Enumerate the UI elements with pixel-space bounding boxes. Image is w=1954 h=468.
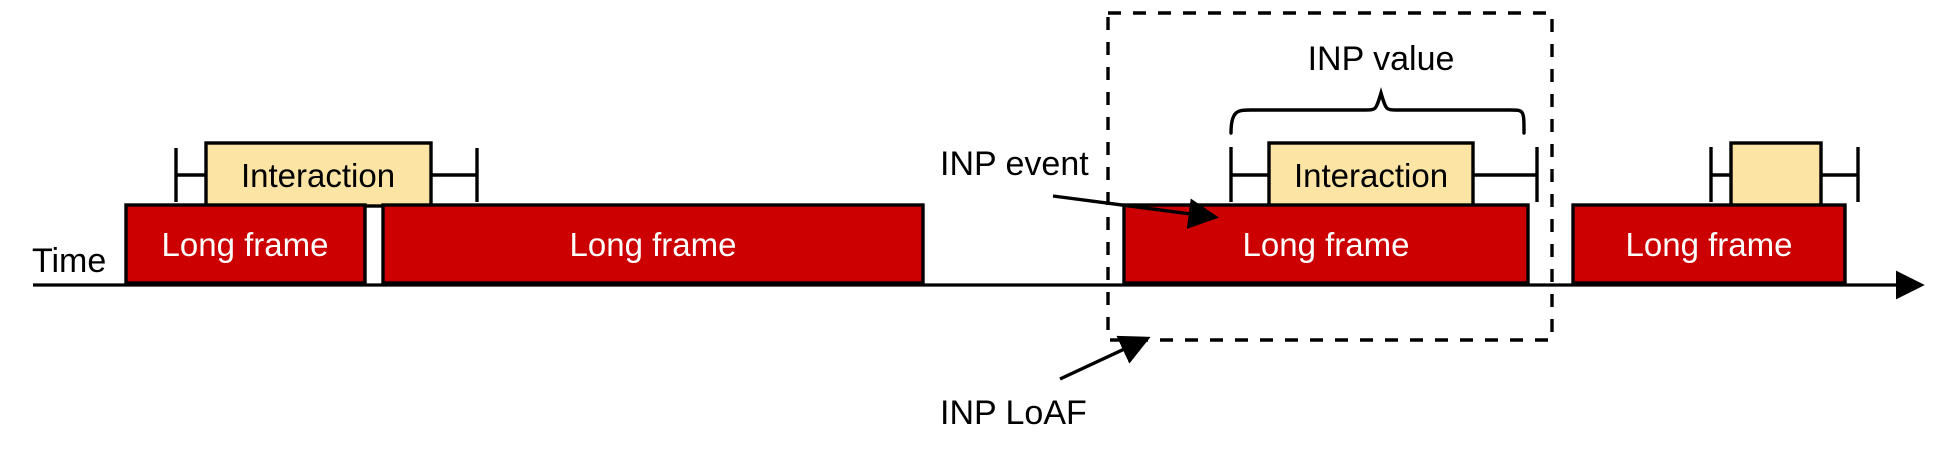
long-frame-label-2: Long frame	[570, 226, 737, 263]
long-frame-box-4	[1571, 203, 1847, 285]
interaction-box-3	[1267, 141, 1475, 208]
interaction-whisker-3	[1229, 147, 1539, 202]
inp-value-label: INP value	[1308, 40, 1455, 78]
inp-highlight-dashed-box	[1106, 11, 1554, 342]
interaction-label-3: Interaction	[1294, 157, 1448, 194]
long-frame-label-1: Long frame	[162, 226, 329, 263]
long-frame-box-1	[124, 203, 367, 285]
time-axis-label: Time	[32, 242, 106, 280]
inp-event-annotation: INP event	[940, 145, 1220, 229]
inp-loaf-label: INP LoAF	[940, 394, 1087, 432]
inp-value-brace	[1229, 86, 1526, 135]
inp-loaf-annotation: INP LoAF	[940, 335, 1151, 432]
interaction-label-1: Interaction	[241, 157, 395, 194]
long-frame-label-3: Long frame	[1243, 226, 1410, 263]
interaction-box-4	[1729, 141, 1823, 208]
inp-loaf-arrow	[1059, 335, 1151, 381]
frame-group-4: Long frame	[1571, 141, 1860, 285]
inp-value-annotation: INP value	[1229, 40, 1526, 135]
frame-group-2: Long frame	[381, 203, 925, 285]
timeline-axis: Time	[32, 242, 1925, 300]
frame-group-1: Interaction Long frame	[124, 141, 479, 285]
long-frame-box-2	[381, 203, 925, 285]
inp-event-arrow	[1052, 194, 1220, 229]
long-frame-label-4: Long frame	[1626, 226, 1793, 263]
inp-event-label: INP event	[940, 145, 1089, 183]
interaction-whisker-1	[174, 148, 479, 202]
